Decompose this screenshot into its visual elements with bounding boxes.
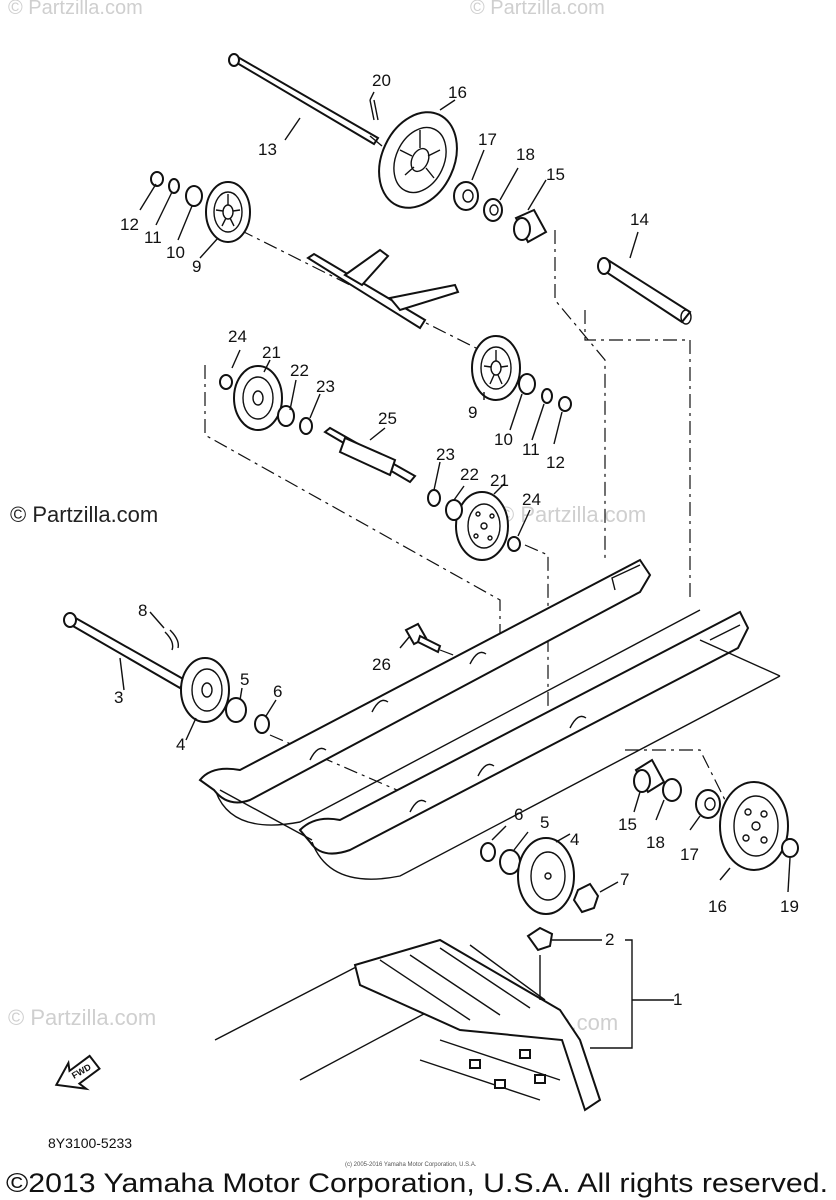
collar-6-left [254,714,270,734]
leader-lines [119,91,791,1049]
bearing-17-top [453,181,479,211]
callout-18-bottom: 18 [646,833,665,852]
callout-15-bottom: 15 [618,815,637,834]
callout-18-top: 18 [516,145,535,164]
slide-rails [198,558,781,880]
collar-18-top [483,198,503,222]
watermark-middle: © Partzilla.com [498,502,646,527]
circlip-11-right [541,388,553,404]
watermark-main: © Partzilla.com [10,502,158,527]
fine-print: (c) 2005-2016 Yamaha Motor Corporation, … [345,1162,477,1168]
axle-3 [63,612,187,690]
bearing-5-left [225,697,247,723]
callout-9-left: 9 [192,257,201,276]
watermark-bottom-left: © Partzilla.com [8,1005,156,1030]
fwd-arrow: FWD [54,1054,101,1091]
circlip-23-left [299,417,313,435]
callout-2: 2 [605,930,614,949]
circlip-23-right [427,489,441,507]
callout-21-left: 21 [262,343,281,362]
callout-21-right: 21 [490,471,509,490]
callout-9-right: 9 [468,403,477,422]
collar-18-bottom [662,778,682,802]
callout-16-top: 16 [448,83,467,102]
circlip-11-left [168,178,180,194]
pivot-arm [306,248,460,330]
wheel-16-top [378,111,458,209]
callout-7: 7 [620,870,629,889]
cap-19 [781,838,799,858]
wheel-21-right [455,491,509,561]
callout-5-left: 5 [240,670,249,689]
axle-13 [228,53,383,147]
wheel-9-right [471,335,521,401]
cap-12-left [150,171,164,187]
wheel-4-right [517,837,575,915]
callout-24-left: 24 [228,327,247,346]
callout-23-left: 23 [316,377,335,396]
axle-25 [323,426,417,484]
bearing-5-right [499,849,521,875]
callout-3: 3 [114,688,123,707]
callout-26: 26 [372,655,391,674]
callout-10-right: 10 [494,430,513,449]
callout-25: 25 [378,409,397,428]
bearing-10-right [518,373,536,395]
bearing-10-left [185,185,203,207]
cotter-pin-20 [369,99,379,121]
track-1 [214,938,602,1112]
watermark-top-right: © Partzilla.com [470,0,605,19]
callout-12-left: 12 [120,215,139,234]
bearing-22-right [445,499,463,521]
callout-24-right: 24 [522,490,541,509]
cotter-pin-8 [164,629,180,651]
callout-13: 13 [258,140,277,159]
callout-16-bottom: 16 [708,897,727,916]
wheel-16-bottom [719,781,789,871]
callout-17-top: 17 [478,130,497,149]
spacer-15-bottom [633,758,666,794]
callout-15-top: 15 [546,165,565,184]
callout-17-bottom: 17 [680,845,699,864]
bearing-22-left [277,405,295,427]
callout-labels: 1 2 3 4 4 5 5 6 6 7 8 9 9 10 10 11 11 12… [114,71,799,1009]
callout-1: 1 [673,990,682,1009]
callout-10-left: 10 [166,243,185,262]
shaft-14 [597,257,692,325]
collar-6-right [480,842,496,862]
callout-4-left: 4 [176,735,185,754]
callout-5-right: 5 [540,813,549,832]
cap-24-right [507,536,521,552]
callout-6-left: 6 [273,682,282,701]
wheel-4-left [180,657,230,723]
clip-2 [526,926,554,952]
callout-4-right: 4 [570,830,579,849]
callout-12-right: 12 [546,453,565,472]
bearing-17-bottom [695,789,721,819]
callout-22-right: 22 [460,465,479,484]
callout-20: 20 [372,71,391,90]
copyright-notice: ©2013 Yamaha Motor Corporation, U.S.A. A… [6,1168,828,1198]
bolt-26 [404,622,442,654]
cap-24-left [219,374,233,390]
spacer-15-top [513,208,548,244]
callout-23-right: 23 [436,445,455,464]
callout-19: 19 [780,897,799,916]
nut-7 [572,882,600,914]
cap-12-right [558,396,572,412]
callout-11-left: 11 [144,228,162,247]
wheel-21-left [233,365,283,431]
callout-14: 14 [630,210,649,229]
wheel-9-left [205,181,251,243]
callout-22-left: 22 [290,361,309,380]
callout-8: 8 [138,601,147,620]
watermark-top-left: © Partzilla.com [8,0,143,19]
callout-11-right: 11 [522,440,540,459]
diagram-part-number: 8Y3100-5233 [48,1135,132,1151]
callout-6-right: 6 [514,805,523,824]
